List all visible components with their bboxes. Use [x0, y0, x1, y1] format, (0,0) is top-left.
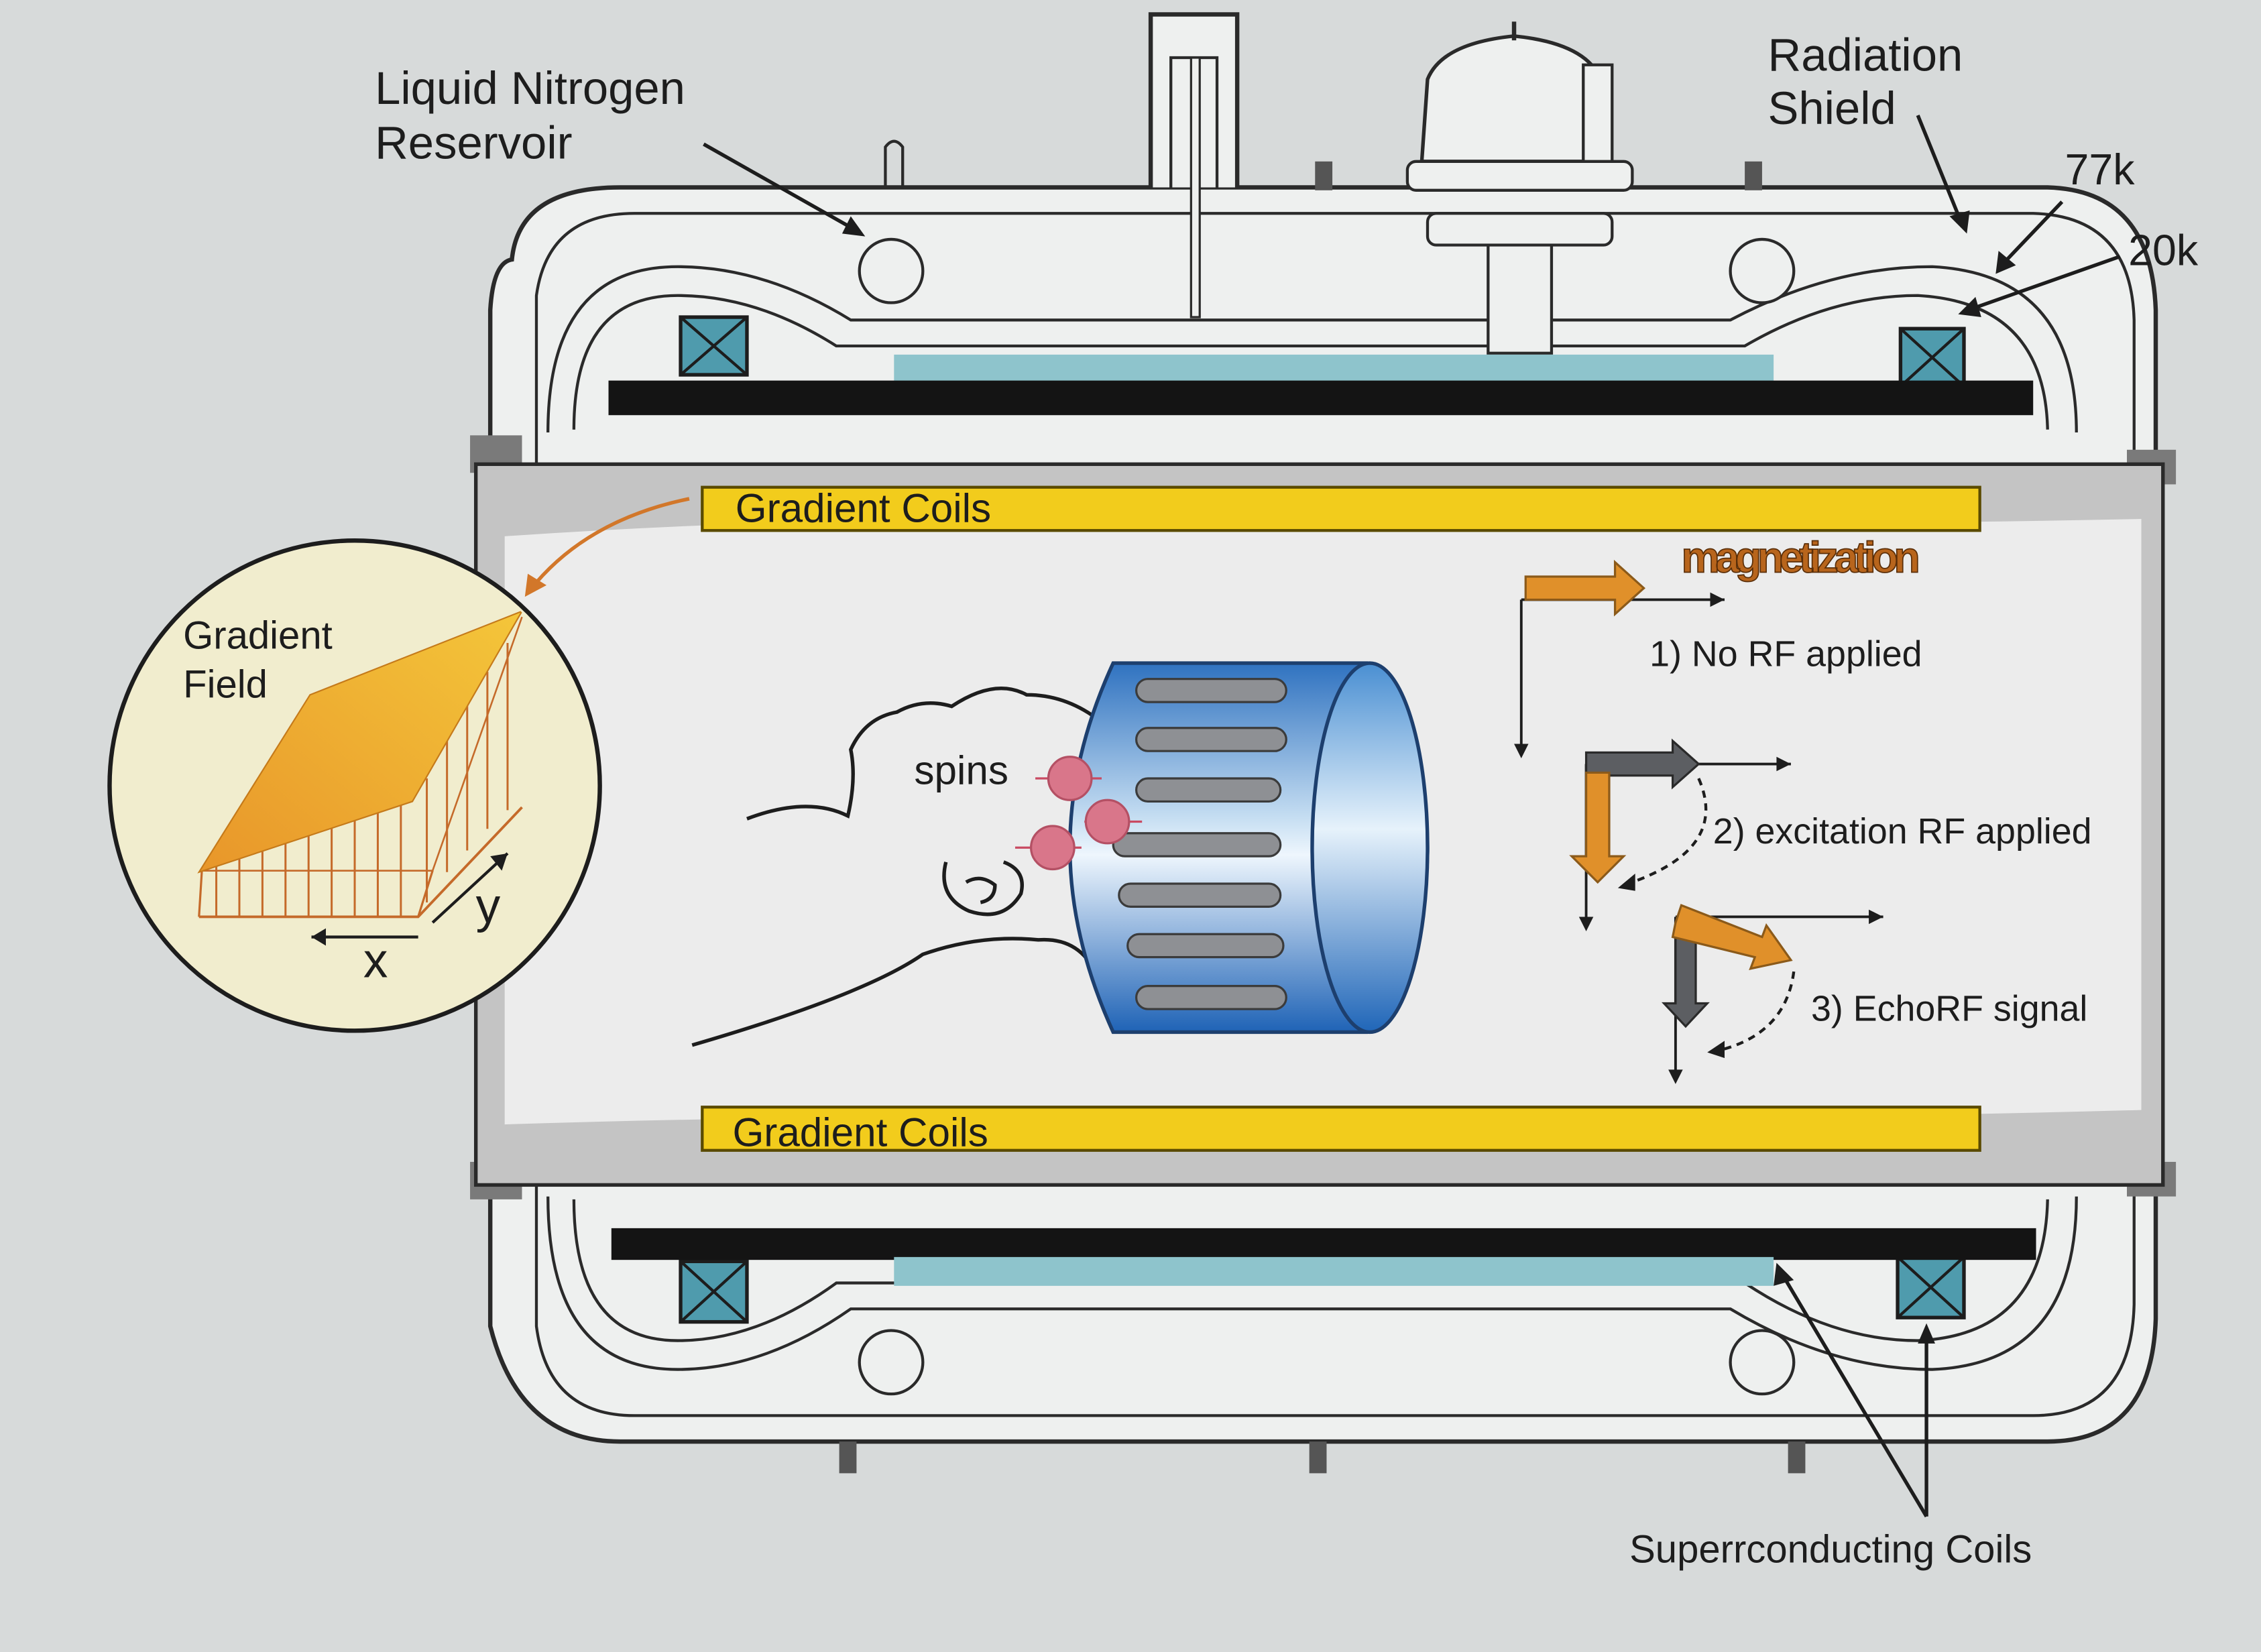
gradient-field-label-line2: Field [183, 663, 268, 707]
reservoir-circle-icon [1729, 237, 1796, 304]
gradient-field-inset [107, 538, 602, 1033]
step2-label: 2) excitation RF applied [1713, 811, 2092, 851]
gradient-pointer-arrow-icon [534, 497, 690, 584]
patient-outline [691, 687, 1098, 1047]
radiation-shield-label-line2: Shield [1768, 82, 1896, 134]
arrowhead-icon [524, 573, 547, 597]
box-with-x-icon [1898, 327, 1966, 388]
axis-y-label: y [476, 879, 501, 933]
gradient-coils-label-top: Gradient Coils [736, 485, 991, 530]
temp-20k-pointer-arrow-icon [1972, 255, 2121, 310]
axis-x-label: x [363, 934, 388, 988]
nitrogen-pointer-arrow-icon [703, 142, 858, 233]
step1-label: 1) No RF applied [1649, 634, 1922, 674]
temp-77k-label: 77k [2065, 145, 2136, 194]
liquid-nitrogen-label-line2: Reservoir [375, 117, 572, 169]
reservoir-circle-icon [1729, 1329, 1796, 1396]
arrowhead-icon [1995, 251, 2016, 274]
step3-label: 3) EchoRF signal [1811, 988, 2087, 1028]
reservoir-circle-icon [858, 237, 925, 304]
main-coil-top [608, 380, 2034, 416]
shield-pointer-arrow-icon [1916, 114, 1963, 223]
spins-label: spins [914, 748, 1008, 793]
box-with-x-icon [679, 315, 749, 377]
coldhead [1405, 21, 1634, 247]
shim-bar-bottom [894, 1256, 1774, 1286]
arrowhead-icon [1774, 1262, 1794, 1286]
cryostat-neck [1148, 12, 1554, 355]
supercoil-pointer-arrow-icon [1780, 1273, 1928, 1518]
gradient-coil-top [701, 485, 1981, 532]
magnetization-label: magnetization [1681, 534, 1918, 582]
radiation-shield-label-line1: Radiation [1768, 29, 1963, 80]
temp-77k-pointer-arrow-icon [2003, 200, 2064, 264]
arrowhead-icon [1918, 1323, 1935, 1344]
temp-20k-label: 20k [2128, 227, 2199, 275]
arrowhead-icon [1958, 296, 1981, 318]
reservoir-circle-icon [858, 1329, 925, 1396]
rf-head-coil [1067, 661, 1430, 1035]
liquid-nitrogen-label-line1: Liquid Nitrogen [375, 62, 685, 114]
superconducting-coils-label: Superrconducting Coils [1629, 1528, 2032, 1572]
spins [1014, 756, 1143, 871]
magnetization-steps [1514, 559, 1883, 1084]
box-with-x-icon [679, 1259, 749, 1324]
arrowhead-icon [842, 216, 866, 237]
arrowhead-icon [1949, 210, 1970, 234]
gradient-field-label-line1: Gradient [183, 614, 333, 658]
gradient-coils-label-bottom: Gradient Coils [732, 1110, 988, 1155]
main-coil-bottom [611, 1228, 2036, 1260]
gradient-coil-bottom [701, 1106, 1981, 1152]
box-with-x-icon [1896, 1255, 1966, 1319]
